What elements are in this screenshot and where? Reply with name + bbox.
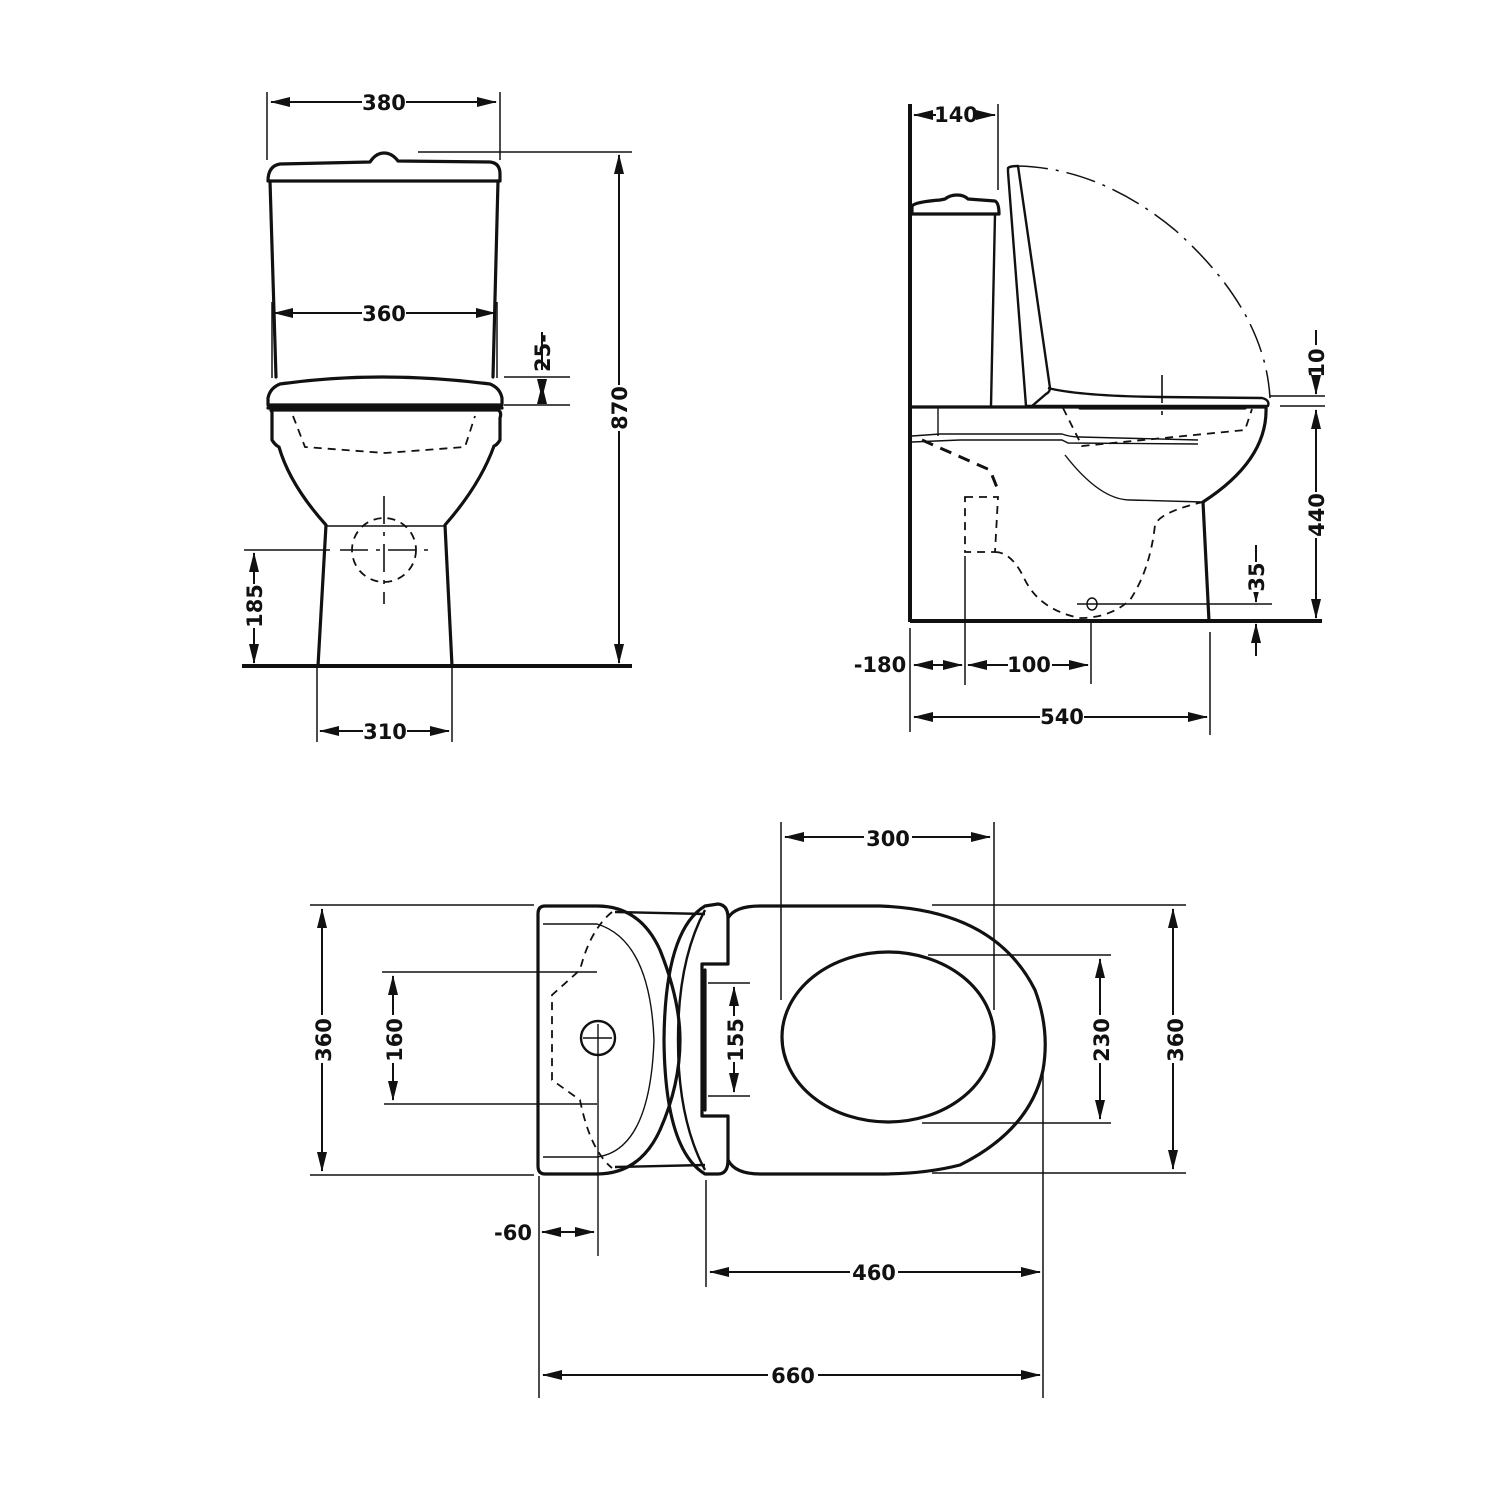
seat-opening xyxy=(780,950,996,1124)
cistern-side xyxy=(910,193,1001,216)
seat-lid-raised xyxy=(1006,164,1052,408)
dim-seat-thickness: 25- xyxy=(531,334,555,372)
dim-cistern-offset: -60 xyxy=(494,1221,532,1245)
dim-rim-height: 440 xyxy=(1305,493,1329,537)
seat-hinge-plan xyxy=(662,902,730,1176)
dim-hinge-to-front: 460 xyxy=(852,1261,896,1285)
dim-outlet-height: 185 xyxy=(243,584,267,628)
dim-hinge-spacing: 155 xyxy=(724,1018,748,1062)
dim-cistern-depth: 140 xyxy=(934,103,978,127)
dim-outlet-height-side: 35 xyxy=(1245,562,1269,591)
side-view: 140 10 440 35 -180 100 540 xyxy=(854,103,1329,735)
bowl-outline xyxy=(269,408,503,668)
dim-pedestal-width: 310 xyxy=(363,720,407,744)
seat-lid xyxy=(266,375,504,407)
dim-cistern-width: 380 xyxy=(362,91,406,115)
dim-seat-opening-width: 230 xyxy=(1090,1018,1114,1062)
front-view: 380 360 25- 870 185 310 xyxy=(242,90,632,744)
dim-inlet-to-outlet: 100 xyxy=(1007,653,1051,677)
dim-seat-opening-length: 300 xyxy=(866,827,910,851)
dim-bowl-width: 360 xyxy=(1164,1018,1188,1062)
dim-pedestal-depth: 540 xyxy=(1040,705,1084,729)
dim-wall-to-inlet: -180 xyxy=(854,653,907,677)
top-view: 300 360 160 155 230 360 xyxy=(308,822,1188,1398)
bowl-side xyxy=(910,405,1268,623)
cistern-plan xyxy=(536,904,682,1176)
dim-overall-length: 660 xyxy=(771,1364,815,1388)
dim-total-height: 870 xyxy=(608,386,632,430)
cistern-lid xyxy=(266,151,502,183)
seat-plan-outer xyxy=(726,904,1047,1176)
dim-seat-gap: 10 xyxy=(1305,348,1329,377)
dim-cistern-base-width: 360 xyxy=(362,302,406,326)
dim-fixing-spacing: 160 xyxy=(383,1018,407,1062)
cistern-body xyxy=(268,179,500,379)
seat-side xyxy=(1032,386,1270,408)
dim-cistern-depth-plan: 360 xyxy=(312,1018,336,1062)
